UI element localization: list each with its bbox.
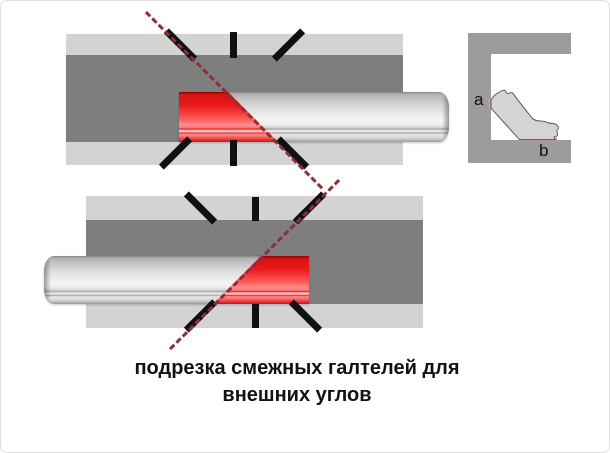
molding-strip-middle bbox=[44, 256, 309, 304]
molding-cut-piece-red-top bbox=[179, 92, 278, 142]
molding-cut-piece-red-middle bbox=[213, 256, 309, 304]
caption-line-1: подрезка смежных галтелей для bbox=[134, 357, 460, 379]
molding-end-cap-top bbox=[442, 92, 449, 142]
saw-slot-90-bottom-rail-icon bbox=[230, 140, 237, 166]
molding-strip-top bbox=[179, 92, 449, 142]
saw-slot-90-bottom-rail2-icon bbox=[252, 304, 259, 328]
saw-slot-90-top-rail2-icon bbox=[252, 197, 259, 221]
miter-box-c-bracket bbox=[468, 33, 571, 163]
caption-line-2: внешних углов bbox=[222, 384, 372, 406]
saw-slot-90-top-rail-icon bbox=[230, 32, 237, 58]
crown-molding-profile bbox=[490, 89, 559, 141]
label-b: b bbox=[539, 141, 549, 160]
caption: подрезка смежных галтелей для внешних уг… bbox=[1, 355, 593, 409]
label-a: a bbox=[474, 90, 484, 109]
molding-end-cap-middle bbox=[44, 256, 51, 304]
cross-section-diagram bbox=[468, 33, 571, 163]
